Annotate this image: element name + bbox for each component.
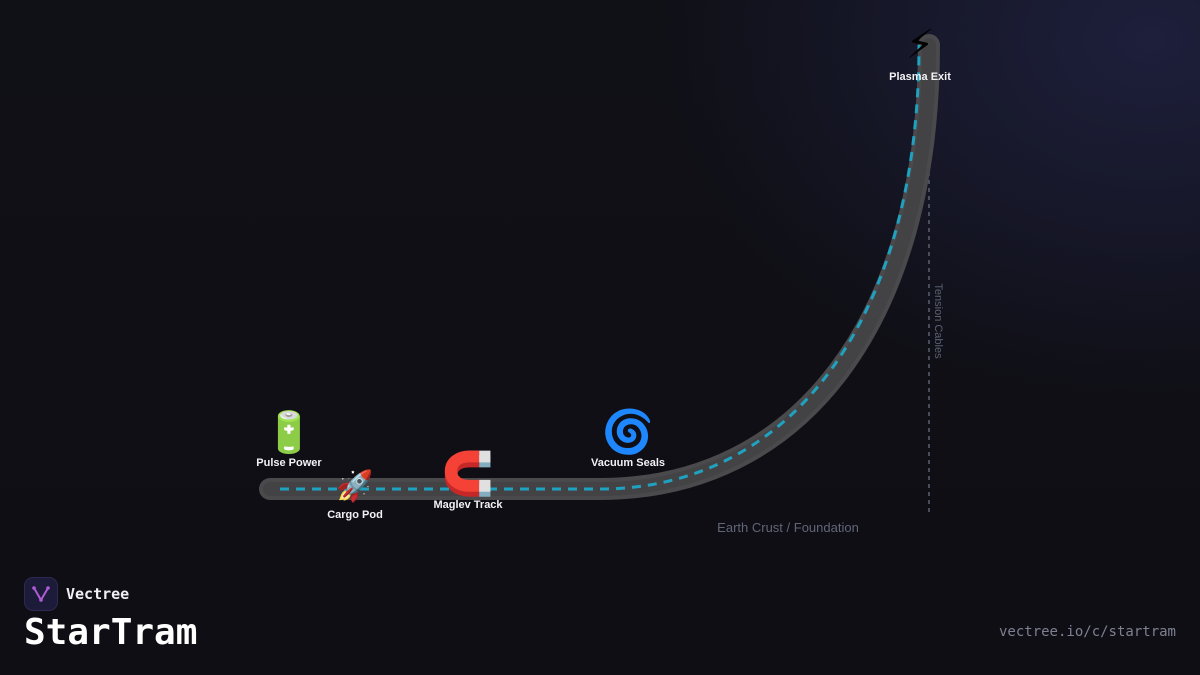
- page-title: StarTram: [24, 612, 198, 653]
- node-label: Plasma Exit: [889, 71, 951, 83]
- node-label: Pulse Power: [256, 457, 322, 469]
- node-vacuum-seals: 🌀 Vacuum Seals: [591, 406, 665, 469]
- brand: Vectree: [24, 577, 129, 611]
- node-maglev-track: 🧲 Maglev Track: [433, 449, 503, 511]
- acceleration-flow-line: [280, 44, 921, 491]
- lightning-icon: ⚡: [906, 22, 934, 68]
- node-label: Cargo Pod: [327, 509, 383, 521]
- cable-annotation: Tension Cables: [932, 283, 944, 359]
- cyclone-icon: 🌀: [602, 406, 654, 456]
- node-plasma-exit: ⚡ Plasma Exit: [889, 22, 951, 83]
- launch-track: [259, 34, 940, 500]
- ground-annotation: Earth Crust / Foundation: [717, 520, 859, 535]
- vectree-logo-mark: [32, 586, 50, 602]
- footer-url[interactable]: vectree.io/c/startram: [998, 624, 1176, 640]
- node-cargo-pod: 🚀 Cargo Pod: [327, 468, 383, 521]
- brand-name: Vectree: [66, 585, 130, 603]
- node-label: Vacuum Seals: [591, 457, 665, 469]
- vectree-logo-icon: [24, 577, 58, 611]
- node-label: Maglev Track: [433, 499, 503, 511]
- node-pulse-power: 🔋 Pulse Power: [256, 409, 322, 469]
- launch-track-shade: [263, 38, 936, 496]
- battery-icon: 🔋: [264, 409, 314, 456]
- rocket-icon: 🚀: [336, 468, 373, 504]
- magnet-icon: 🧲: [442, 449, 494, 498]
